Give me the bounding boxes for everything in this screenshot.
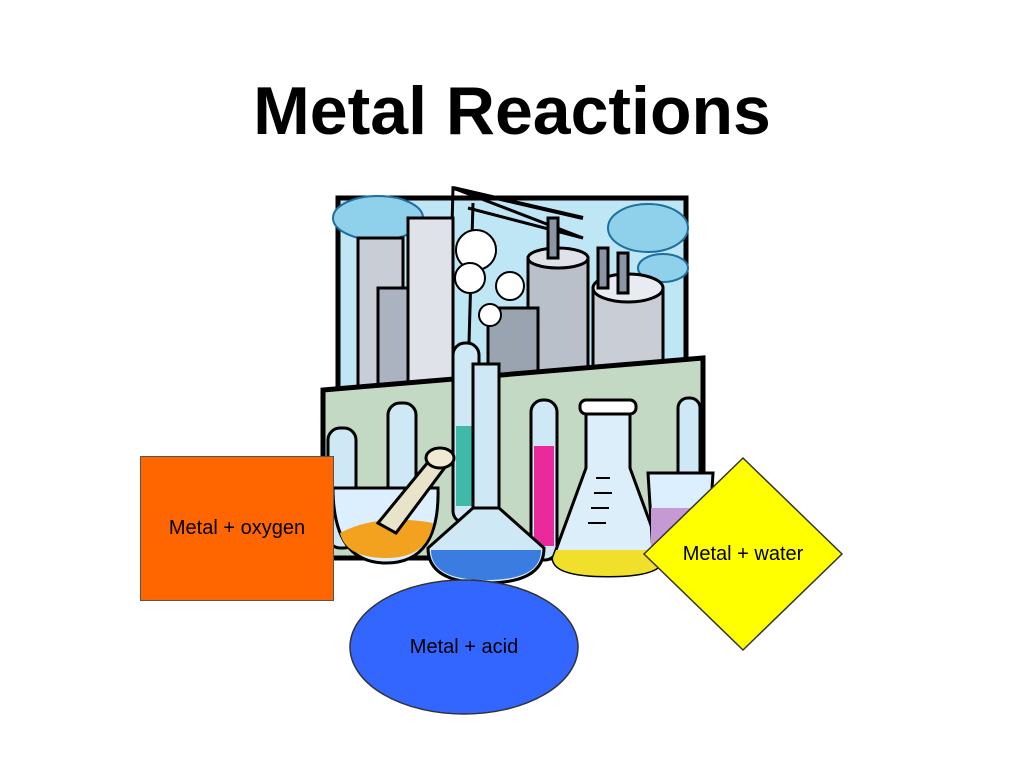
metal-water-label: Metal + water — [682, 543, 804, 565]
metal-acid-label: Metal + acid — [409, 636, 519, 658]
metal-acid-ellipse — [349, 579, 579, 715]
metal-oxygen-box: Metal + oxygen — [140, 456, 334, 601]
slide-title: Metal Reactions — [253, 73, 771, 149]
metal-water-diamond — [642, 456, 844, 652]
metal-oxygen-label: Metal + oxygen — [168, 517, 306, 539]
factory-structure — [356, 185, 665, 390]
steam-bubbles — [454, 229, 525, 327]
